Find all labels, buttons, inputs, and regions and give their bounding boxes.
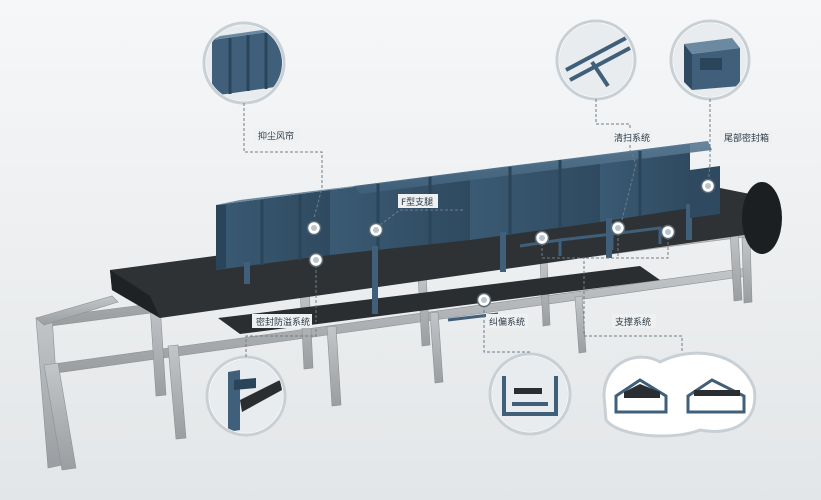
callout-labels: 抑尘风帘 F型支腿 密封防溢系统 纠偏系统 清扫系统 尾部密封箱 支撑系统 [252,128,772,328]
marker-support-1 [534,230,550,246]
marker-tail-box [700,178,716,194]
marker-support-2 [660,224,676,240]
marker-dust-curtain [306,220,322,236]
carry-belt [110,182,782,318]
label-sealed-skirt: 密封防溢系统 [256,316,310,328]
inset-dust-curtain [202,21,286,105]
label-support: 支撑系统 [615,316,651,328]
label-cleaning: 清扫系统 [614,132,650,144]
callout-markers [306,178,716,308]
marker-tracking [476,292,492,308]
marker-f-bracket [368,222,384,238]
label-f-bracket: F型支腿 [401,196,433,208]
label-dust-curtain: 抑尘风帘 [258,130,294,142]
return-belt [218,266,660,334]
inset-skirt-seal [205,355,287,437]
label-tracking: 纠偏系统 [489,316,525,328]
marker-skirt [308,252,324,268]
inset-support [602,351,757,438]
label-tail-box: 尾部密封箱 [724,132,769,144]
inset-cleaning [555,19,637,101]
inset-tracking [488,352,572,436]
marker-cleaning [610,220,626,236]
skirt-housing [216,141,720,314]
inset-tail-box [669,19,751,101]
